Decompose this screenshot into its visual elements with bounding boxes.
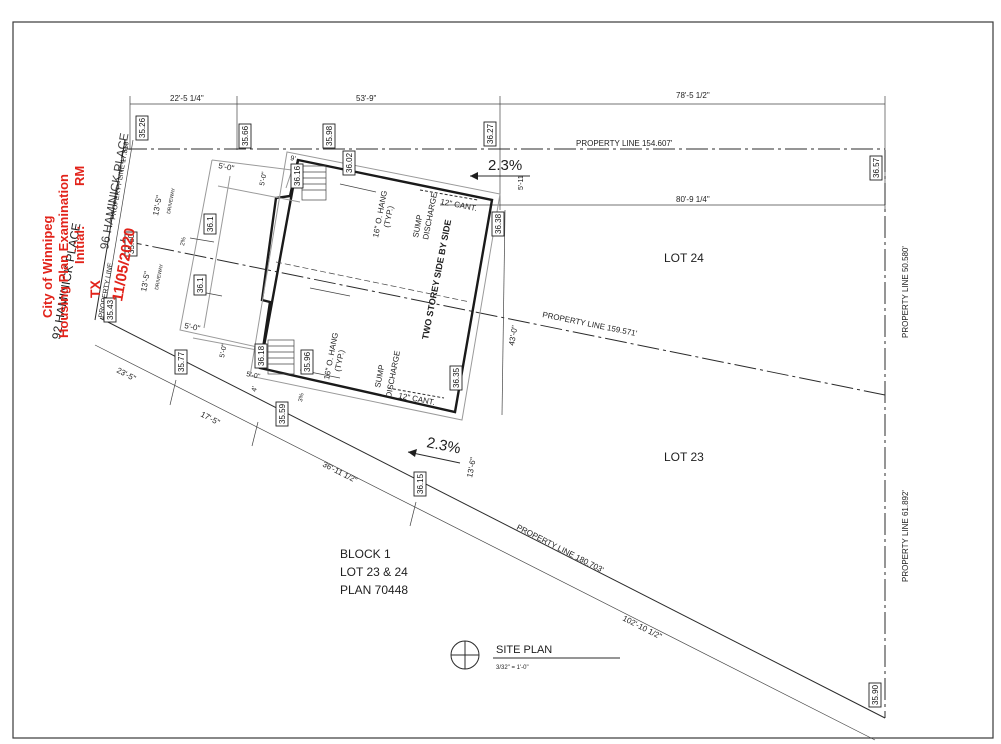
elev-16: 35.59	[278, 403, 287, 424]
elev-4: 36.27	[486, 123, 495, 144]
property-lines	[94, 139, 886, 719]
cant-note-top: 12" CANT.	[440, 197, 478, 213]
slope-bottom: 2.3%	[425, 434, 462, 457]
stairs-bottom	[267, 339, 295, 375]
slope-top: 2.3%	[488, 157, 522, 174]
dim-depth-43: 43'-0"	[507, 325, 519, 347]
property-line-right-upper: PROPERTY LINE 50.580'	[901, 246, 910, 338]
elev-14: 36.18	[257, 345, 266, 366]
pct-small-b: 3%	[298, 392, 306, 402]
overhang-note-bot-typ: (TYP.)	[333, 349, 346, 373]
dim-5-11: 5'-11	[518, 175, 525, 190]
elev-3: 35.98	[325, 125, 334, 146]
stamp-line-1: City of Winnipeg	[40, 216, 55, 318]
drive-dim-a: 13'-5"	[151, 195, 164, 217]
dim-top-3: 78'-5 1/2"	[676, 91, 710, 100]
setback-5-d: 5'-0"	[219, 343, 229, 359]
slope-arrow-top: 2.3%	[470, 157, 530, 180]
sump-note-bot: SUMP	[373, 364, 386, 388]
top-dimension-string: 22'-5 1/4" 53'-9" 78'-5 1/2"	[129, 91, 886, 210]
elev-13: 35.77	[177, 351, 186, 372]
stamp-line-2: Housing Plan Examination	[56, 174, 71, 338]
property-line-bottom: PROPERTY LINE 180.703'	[515, 523, 605, 575]
dim-13-6: 13'-6"	[465, 457, 478, 479]
dim-top-2: 53'-9"	[356, 94, 377, 103]
legal-description: BLOCK 1 LOT 23 & 24 PLAN 70448	[340, 547, 408, 597]
dim-bottom-23: 23'-5"	[115, 366, 137, 383]
stamp-initials: RM	[72, 166, 87, 186]
legal-line-2: LOT 23 & 24	[340, 565, 408, 579]
drive-dim-b: 13'-5"	[139, 271, 152, 293]
setback-5-c: 5'-0"	[184, 321, 202, 333]
property-line-top: PROPERTY LINE 154.607'	[576, 139, 673, 148]
elev-7: 36.16	[293, 165, 302, 186]
property-line-right-lower: PROPERTY LINE 61.892'	[901, 490, 910, 582]
elev-5: 36.57	[872, 157, 881, 178]
dim-4: 4'	[251, 386, 259, 392]
elev-18: 36.15	[416, 473, 425, 494]
elev-2: 35.66	[241, 125, 250, 146]
legal-line-1: BLOCK 1	[340, 547, 391, 561]
driveway-label-a: DRIVEWAY	[166, 187, 177, 214]
pct-small-a: 2%	[180, 236, 188, 246]
slope-arrow-bottom: 2.3%	[407, 434, 462, 464]
dim-bottom-36: 36'-11 1/2"	[321, 460, 359, 485]
lot-23-label: LOT 23	[664, 450, 704, 464]
dim-80: 80'-9 1/4"	[676, 195, 710, 204]
property-line-middle: PROPERTY LINE 159.571'	[542, 310, 639, 338]
dim-top-1: 22'-5 1/4"	[170, 94, 204, 103]
elev-15: 35.96	[303, 351, 312, 372]
setback-5-a: 5'-0"	[218, 161, 236, 173]
elev-19: 35.90	[871, 684, 880, 705]
lot-24-label: LOT 24	[664, 251, 704, 265]
driveway-label-b: DRIVEWAY	[154, 263, 165, 290]
title-block: SITE PLAN 3/32" = 1'-0"	[450, 640, 620, 671]
elev-1: 35.26	[138, 117, 147, 138]
stairs-top	[301, 165, 327, 201]
dim-bottom-102: 102'-10 1/2"	[621, 614, 663, 641]
title-label: SITE PLAN	[496, 644, 552, 656]
dim-bottom-17: 17'-5"	[199, 410, 221, 427]
elevation-markers: 35.26 35.66 35.98 36.27 36.57 36.02 36.1…	[103, 115, 883, 708]
elev-10: 36.38	[494, 213, 503, 234]
legal-line-3: PLAN 70448	[340, 583, 408, 597]
building-footprint	[179, 151, 501, 421]
stamp-code: TX	[87, 279, 103, 298]
dim-9: 9'	[290, 155, 296, 163]
elev-8: 36.1	[206, 216, 215, 232]
stamp-line-3: Initial:	[72, 226, 87, 264]
setback-5-e: 5'-0"	[246, 371, 262, 381]
sheet-border	[12, 21, 994, 739]
title-scale: 3/32" = 1'-0"	[496, 665, 529, 671]
overhang-note-top-typ: (TYP.)	[382, 205, 395, 229]
bottom-dimension-string: 23'-5" 17'-5" 36'-11 1/2" 102'-10 1/2"	[94, 344, 876, 741]
elev-17: 36.35	[452, 367, 461, 388]
elev-11: 36.1	[196, 277, 205, 293]
elev-12: 35.43	[106, 299, 115, 320]
sump-note-top: SUMP	[411, 214, 424, 238]
elev-6: 36.02	[345, 152, 354, 173]
approval-stamp: City of Winnipeg Housing Plan Examinatio…	[40, 166, 139, 338]
elev-9: 35.60	[127, 233, 136, 254]
setback-5-b: 5'-0"	[259, 171, 269, 187]
cant-note-bot: 12" CANT.	[398, 391, 436, 407]
